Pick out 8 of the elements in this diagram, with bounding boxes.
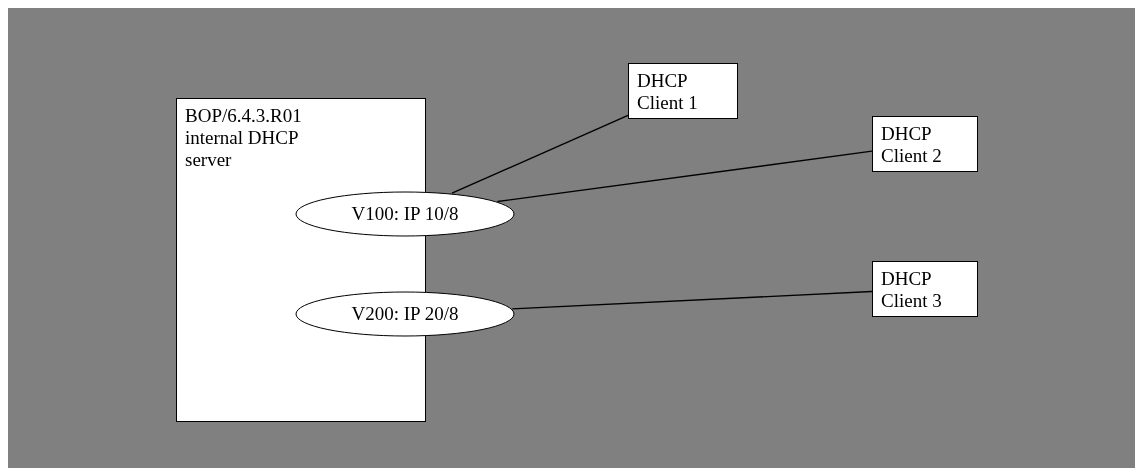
device-box: DHCP Client 2 bbox=[872, 116, 978, 172]
vlan-ellipse: V100: IP 10/8 bbox=[295, 191, 515, 237]
device-box: DHCP Client 3 bbox=[872, 261, 978, 317]
connector-line bbox=[496, 150, 873, 203]
vlan-ellipse: V200: IP 20/8 bbox=[295, 291, 515, 337]
device-box: DHCP Client 1 bbox=[628, 63, 738, 119]
connector-line bbox=[451, 114, 629, 194]
connector-line bbox=[511, 290, 873, 310]
